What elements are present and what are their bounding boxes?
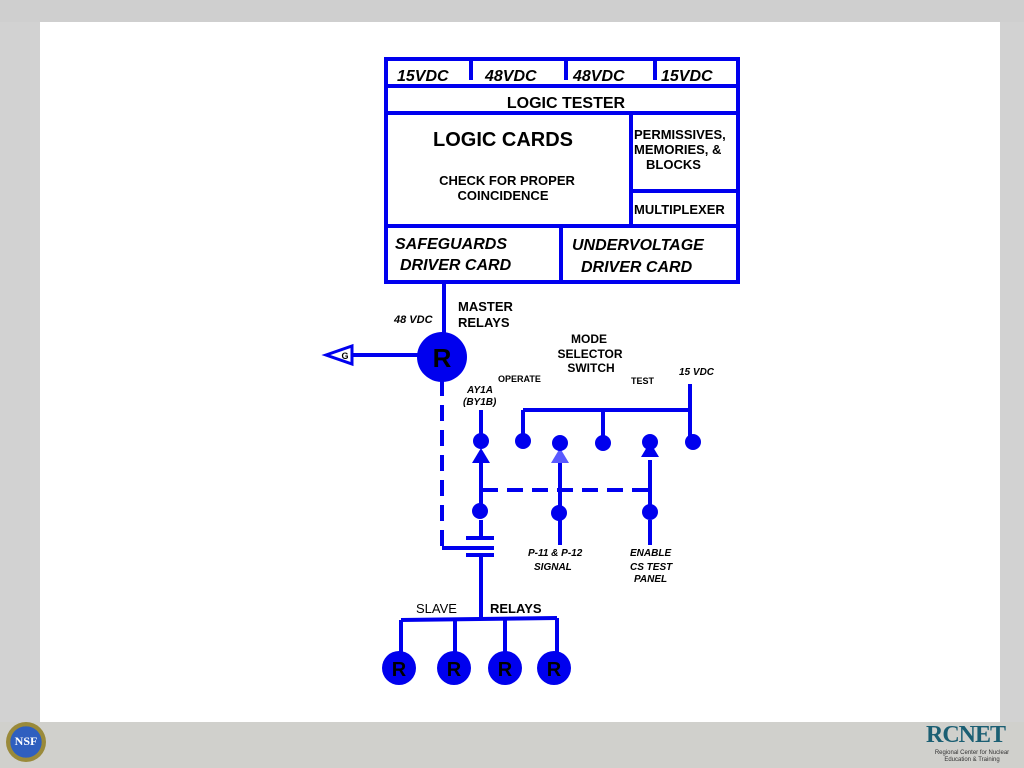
safeguards-line-2: DRIVER CARD [400,257,512,274]
undervoltage-line-2: DRIVER CARD [581,259,693,276]
slave-relay-2-label: R [447,659,462,681]
nsf-logo: NSF [6,722,46,762]
rcnet-logo-name: RCNET [926,722,1006,748]
slide-canvas [40,22,1000,722]
test-label: TEST [631,376,655,386]
slave-relay-3-label: R [498,659,513,681]
permissives-line-2: MEMORIES, & [634,142,721,157]
supply-label-2: 48VDC [484,68,537,85]
rcnet-logo: RCNET Regional Center for Nuclear Educat… [920,722,1020,766]
operate-label: OPERATE [498,374,541,384]
ay1a-label: AY1A [466,385,493,396]
logic-cards-label: LOGIC CARDS [433,129,573,151]
slave-relay-1-label: R [392,659,407,681]
contact-dots [472,433,701,521]
supply-label-4: 15VDC [661,68,713,85]
contact-dot-enable-top [642,434,658,450]
contact-dot-p11-bottom [551,505,567,521]
undervoltage-line-1: UNDERVOLTAGE [572,237,705,254]
contact-dot-enable-bottom [642,504,658,520]
p11-line-2: SIGNAL [534,562,572,573]
relays-label: RELAYS [490,601,542,616]
label-15vdc: 15 VDC [679,367,715,378]
label-48vdc: 48 VDC [393,314,434,326]
enable-line-1: ENABLE [630,548,671,559]
enable-line-3: PANEL [634,574,667,585]
slave-relay-4 [537,651,571,685]
mode-line-3: SWITCH [567,361,614,375]
ground-symbol [321,343,354,367]
supply-label-3: 48VDC [572,68,625,85]
safeguards-line-1: SAFEGUARDS [395,236,507,253]
contact-dot-ay1a-top [473,433,489,449]
supply-label-1: 15VDC [397,68,449,85]
contact-dot-15vdc [685,434,701,450]
slave-relay-2 [437,651,471,685]
check-line-1: CHECK FOR PROPER [439,173,575,188]
master-relay-circle [417,332,467,382]
p11-arrow-icon [551,448,569,463]
slave-relay-1 [382,651,416,685]
background-top [0,0,1024,22]
master-relay-label: R [433,343,452,373]
contact-dot-test [595,435,611,451]
permissives-line-1: PERMISSIVES, [634,127,726,142]
ay1a-arrow-icon [472,448,490,463]
logic-tester-label: LOGIC TESTER [507,95,626,112]
permissives-line-3: BLOCKS [646,157,701,172]
contact-dot-operate [515,433,531,449]
mode-line-1: MODE [571,332,607,346]
contact-dot-p11-top [552,435,568,451]
p11-line-1: P-11 & P-12 [528,548,583,559]
by1b-label: (BY1B) [463,397,497,408]
contact-dot-ay1a-bottom [472,503,488,519]
rcnet-logo-subtitle: Regional Center for Nuclear Education & … [934,750,1010,763]
diagram-lines [350,57,740,652]
ground-label: G [341,351,348,361]
slave-label: SLAVE [416,601,457,616]
nsf-logo-text: NSF [14,734,38,748]
slave-relay-3 [488,651,522,685]
multiplexer-label: MULTIPLEXER [634,202,725,217]
slave-relay-4-label: R [547,659,562,681]
check-line-2: COINCIDENCE [457,188,548,203]
master-relays-line-2: RELAYS [458,315,510,330]
enable-line-2: CS TEST [630,562,673,573]
master-relays-line-1: MASTER [458,299,514,314]
mode-line-2: SELECTOR [557,347,622,361]
footer-band [0,722,1024,768]
